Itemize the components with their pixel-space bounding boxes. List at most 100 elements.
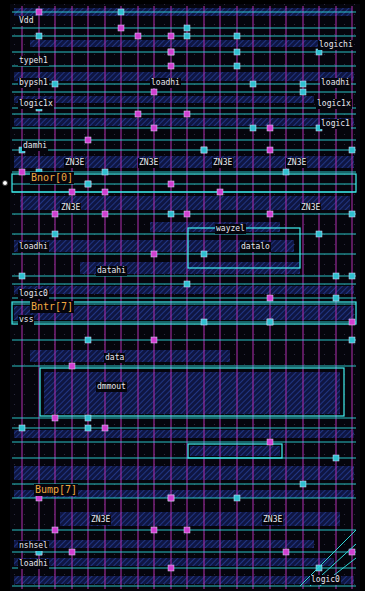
via-contact — [201, 147, 207, 153]
via-contact — [102, 189, 108, 195]
metal1-wire — [300, 530, 356, 586]
via-contact — [19, 169, 25, 175]
via-contact — [52, 81, 58, 87]
net-label: nshsel — [18, 541, 49, 551]
via-contact — [168, 565, 174, 571]
via-contact — [267, 147, 273, 153]
metal1-wire — [310, 544, 356, 586]
via-contact — [52, 211, 58, 217]
net-label: wayzel — [215, 224, 246, 234]
via-contact — [184, 281, 190, 287]
via-contact — [267, 439, 273, 445]
via-contact — [316, 565, 322, 571]
metal1-wire — [12, 568, 356, 569]
net-label: typeh1 — [18, 56, 49, 66]
via-contact — [267, 125, 273, 131]
net-label: damhi — [22, 141, 48, 151]
via-contact — [267, 319, 273, 325]
metal1-wire — [12, 254, 356, 255]
metal1-wire — [12, 586, 356, 587]
via-contact — [184, 527, 190, 533]
via-contact — [234, 63, 240, 69]
net-label: ZN3E — [138, 158, 159, 168]
via-contact — [300, 89, 306, 95]
net-label: logic1x — [18, 99, 54, 109]
via-contact — [283, 549, 289, 555]
via-contact — [19, 425, 25, 431]
poly-band — [14, 540, 314, 548]
via-contact — [201, 319, 207, 325]
via-contact — [333, 455, 339, 461]
via-contact — [300, 481, 306, 487]
net-label: ZN3E — [262, 515, 283, 525]
via-contact — [85, 425, 91, 431]
metal1-wire — [12, 140, 356, 141]
via-contact — [151, 89, 157, 95]
net-label: logic1 — [320, 119, 351, 129]
via-contact — [217, 189, 223, 195]
via-contact — [168, 181, 174, 187]
net-label: logichi — [318, 40, 354, 50]
net-label: dmmout — [96, 382, 127, 392]
via-contact — [333, 295, 339, 301]
via-contact — [283, 169, 289, 175]
metal1-wire — [12, 498, 356, 499]
via-contact — [333, 273, 339, 279]
via-contact — [85, 137, 91, 143]
via-contact — [19, 273, 25, 279]
via-contact — [168, 63, 174, 69]
pin-marker — [3, 181, 8, 186]
cell-outline — [12, 302, 356, 324]
bus-label: Bntr[7] — [30, 301, 74, 313]
net-label: datalo — [240, 242, 271, 252]
cell-outline — [40, 368, 344, 416]
net-label: ZN3E — [286, 158, 307, 168]
via-contact — [267, 211, 273, 217]
via-contact — [250, 81, 256, 87]
via-contact — [184, 111, 190, 117]
net-label: data — [104, 353, 125, 363]
via-contact — [36, 9, 42, 15]
net-label: loadhi — [320, 78, 351, 88]
metal1-wire — [12, 340, 356, 341]
via-contact — [52, 231, 58, 237]
via-contact — [316, 231, 322, 237]
via-contact — [102, 169, 108, 175]
net-label: datahi — [96, 266, 127, 276]
via-contact — [85, 415, 91, 421]
metal1-wire — [12, 234, 356, 235]
via-contact — [118, 9, 124, 15]
bus-label: Bump[7] — [34, 484, 78, 496]
via-contact — [135, 111, 141, 117]
poly-band — [30, 40, 350, 47]
canvas — [10, 4, 360, 591]
via-contact — [168, 211, 174, 217]
via-contact — [184, 211, 190, 217]
net-label: vss — [18, 315, 34, 325]
via-contact — [52, 527, 58, 533]
via-contact — [234, 33, 240, 39]
via-contact — [151, 337, 157, 343]
via-contact — [349, 319, 355, 325]
via-contact — [349, 337, 355, 343]
via-contact — [201, 147, 207, 153]
via-contact — [267, 319, 273, 325]
net-label: loadhi — [18, 242, 49, 252]
net-label: logic0 — [310, 575, 341, 585]
via-contact — [250, 125, 256, 131]
via-contact — [349, 273, 355, 279]
via-contact — [267, 295, 273, 301]
bus-label: Bnor[0] — [30, 172, 74, 184]
via-contact — [69, 189, 75, 195]
metal1-wire — [12, 128, 356, 129]
via-contact — [85, 337, 91, 343]
via-contact — [349, 147, 355, 153]
metal1-wire — [12, 108, 356, 109]
poly-band — [30, 350, 230, 362]
net-label: Vdd — [18, 16, 34, 26]
via-contact — [168, 49, 174, 55]
via-contact — [102, 425, 108, 431]
